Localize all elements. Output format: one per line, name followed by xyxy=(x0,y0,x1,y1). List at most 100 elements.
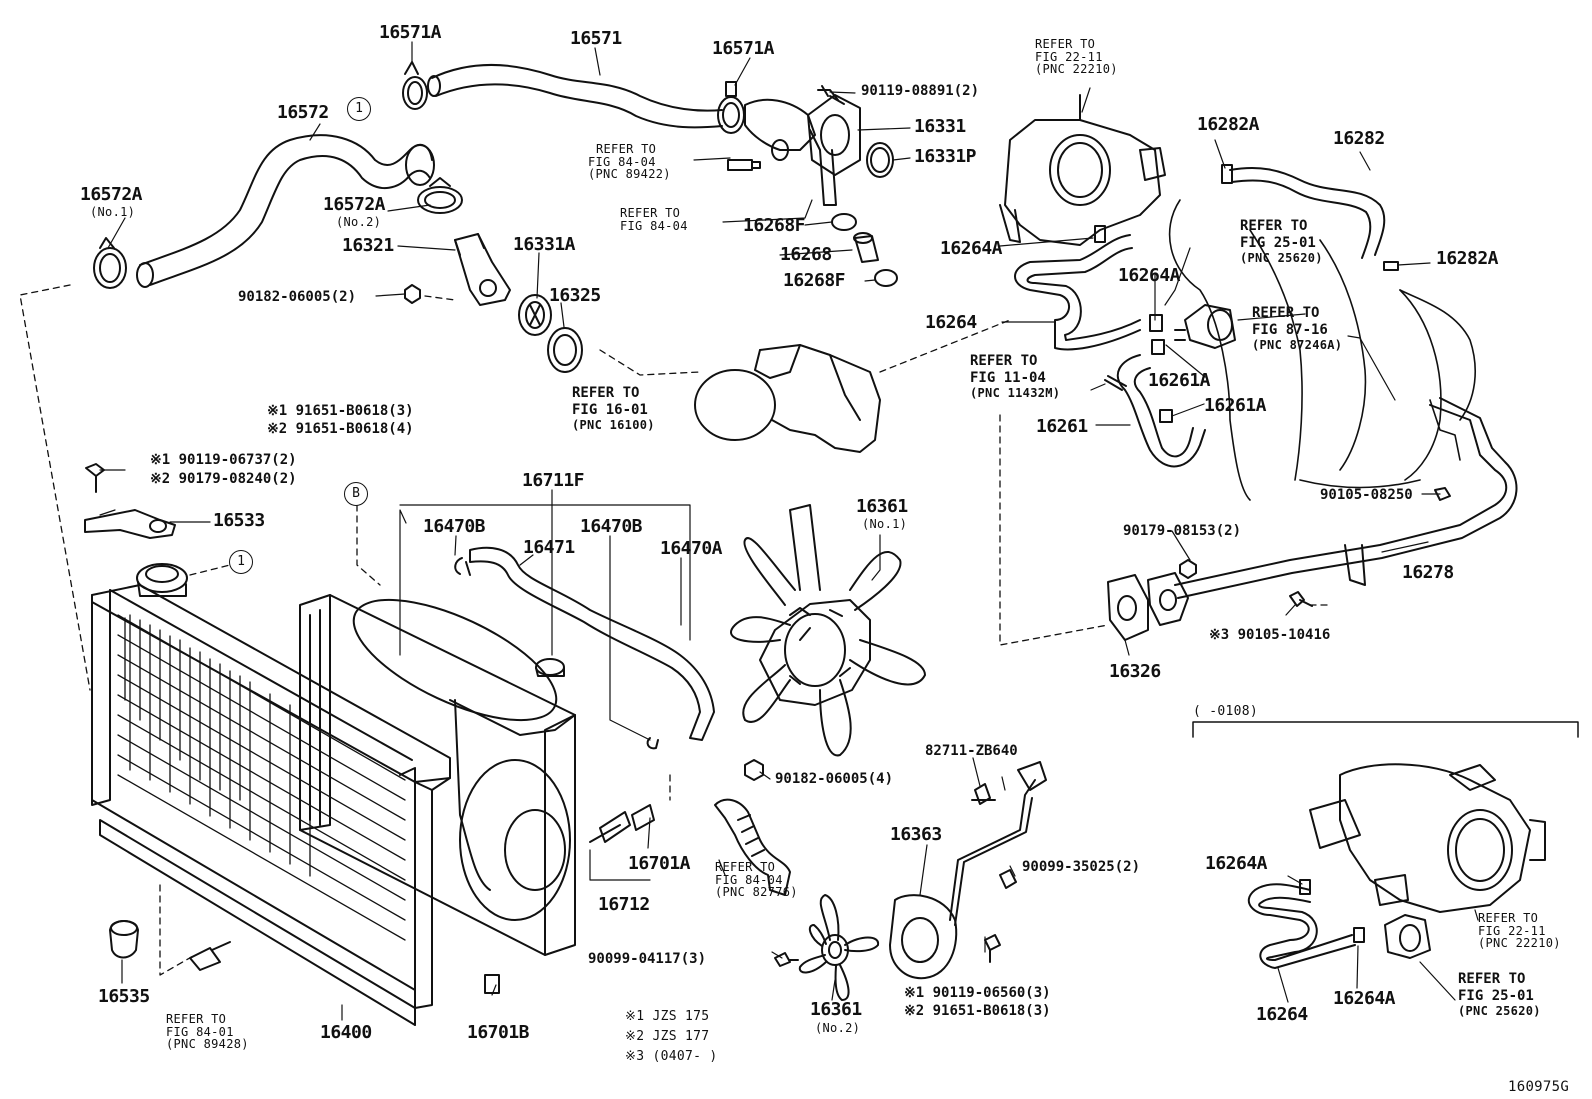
label-90105-10416: ※3 90105-10416 xyxy=(1209,627,1331,643)
gasket-16268F-b xyxy=(874,269,898,287)
hose-16571 xyxy=(427,63,723,129)
label-16572A-no1-note: (No.1) xyxy=(90,205,136,219)
label-16264A-b: 16264A xyxy=(1118,265,1181,286)
label-16264-inset: 16264 xyxy=(1256,1004,1308,1025)
label-16264A-c: 16264A xyxy=(1205,853,1268,874)
label-16261: 16261 xyxy=(1036,416,1088,437)
label-16470A: 16470A xyxy=(660,538,723,559)
label-16326: 16326 xyxy=(1109,661,1161,682)
bolt-90119-06560 xyxy=(984,934,1001,963)
label-16533: 16533 xyxy=(213,510,265,531)
clip-16701B xyxy=(484,974,500,994)
label-90119-08891: 90119-08891(2) xyxy=(861,83,980,99)
gasket-pipe-16278 xyxy=(1147,572,1189,626)
clamp-16572A-no2 xyxy=(417,177,463,214)
fan-motor-16363 xyxy=(889,761,1047,980)
label-16361-no2-note: (No.2) xyxy=(815,1021,861,1035)
flex-hose-82776 xyxy=(714,798,791,896)
label-16572A-no2: 16572A xyxy=(323,194,386,215)
clamp-16571A-left xyxy=(402,61,428,110)
pipe-11432M xyxy=(1104,375,1127,391)
label-90099-35025: 90099-35025(2) xyxy=(1022,859,1141,875)
note-jzs-177: ※2 JZS 177 xyxy=(625,1029,710,1044)
bolt-90119-06737 xyxy=(85,463,105,493)
clamp-16282A-a xyxy=(1221,164,1233,184)
label-16264: 16264 xyxy=(925,312,977,333)
label-16278: 16278 xyxy=(1402,562,1454,583)
inset-vsv xyxy=(1384,914,1431,959)
clamp-16264A-a xyxy=(1094,225,1106,243)
clip-90099-35025 xyxy=(999,869,1017,889)
callout-circle-1-radiator: 1 xyxy=(229,550,253,574)
label-16264A-d: 16264A xyxy=(1333,988,1396,1009)
label-90179-08240: ※2 90179-08240(2) xyxy=(150,471,297,487)
clip-16470B-a xyxy=(454,557,471,576)
figure-id: 160975G xyxy=(1508,1079,1570,1095)
label-16363: 16363 xyxy=(890,824,942,845)
gasket-16268F-a xyxy=(831,213,857,231)
hose-16282 xyxy=(1229,167,1386,259)
radiator-16400 xyxy=(91,584,451,1026)
gasket-16331P xyxy=(866,142,894,178)
nut-90179-08153 xyxy=(1179,559,1197,579)
clamp-16264A-b xyxy=(1149,314,1163,332)
water-pipe-16278 xyxy=(1174,397,1518,599)
callout-circle-B: B xyxy=(344,482,368,506)
throttle-body-22210 xyxy=(999,94,1166,246)
radiator-cap xyxy=(136,563,188,597)
label-16282A-a: 16282A xyxy=(1197,114,1260,135)
water-outlet-16331 xyxy=(744,94,861,206)
label-90099-04117: 90099-04117(3) xyxy=(588,951,707,967)
sensor-89422 xyxy=(727,139,789,171)
radiator-core xyxy=(117,614,406,941)
inset-leaders xyxy=(1277,875,1479,1003)
callout-circle-1-top: 1 xyxy=(347,97,371,121)
clamp-16572A-no1 xyxy=(93,237,127,289)
inset-throttle-body xyxy=(1309,763,1546,913)
inset-bracket xyxy=(1192,721,1579,738)
inset-clamp-16264A-a xyxy=(1299,879,1311,895)
clamp-16261A-a xyxy=(1151,339,1165,355)
label-16361-no1-note: (No.1) xyxy=(862,517,908,531)
label-90179-08153: 90179-08153(2) xyxy=(1123,523,1242,539)
label-16701B: 16701B xyxy=(467,1022,530,1043)
label-90119-06737: ※1 90119-06737(2) xyxy=(150,452,297,468)
label-16321: 16321 xyxy=(342,235,394,256)
thermostat-16331A xyxy=(518,294,552,336)
fan-shroud-16711 xyxy=(299,594,576,956)
hose-16572 xyxy=(136,134,435,288)
dashed-leaders-left xyxy=(19,284,671,976)
label-16268F-a: 16268F xyxy=(743,215,806,236)
label-16268F-b: 16268F xyxy=(783,270,846,291)
label-16471: 16471 xyxy=(523,537,575,558)
gasket-16325 xyxy=(547,327,583,373)
note-0407: ※3 (0407- ) xyxy=(625,1049,718,1064)
label-16361-no2: 16361 xyxy=(810,999,862,1020)
water-pump-16100 xyxy=(694,344,881,453)
label-16470B-b: 16470B xyxy=(580,516,643,537)
label-91651-B0618-4: ※2 91651-B0618(4) xyxy=(267,421,414,437)
label-16571A-b: 16571A xyxy=(712,38,775,59)
screw-90099-04117 xyxy=(774,952,799,967)
label-16400: 16400 xyxy=(320,1022,372,1043)
bolt-90105-10416 xyxy=(1289,591,1313,607)
note-jzs-175: ※1 JZS 175 xyxy=(625,1009,710,1024)
label-16282: 16282 xyxy=(1333,128,1385,149)
label-16331P: 16331P xyxy=(914,146,977,167)
bracket-16533 xyxy=(84,509,176,539)
inset-clamp-16264A-b xyxy=(1353,927,1365,943)
bolt-90105-08250 xyxy=(1434,487,1451,501)
inset-hose-16264 xyxy=(1247,883,1356,969)
label-16572: 16572 xyxy=(277,102,329,123)
label-16325: 16325 xyxy=(549,285,601,306)
nut-90182-06005-4 xyxy=(744,759,764,781)
